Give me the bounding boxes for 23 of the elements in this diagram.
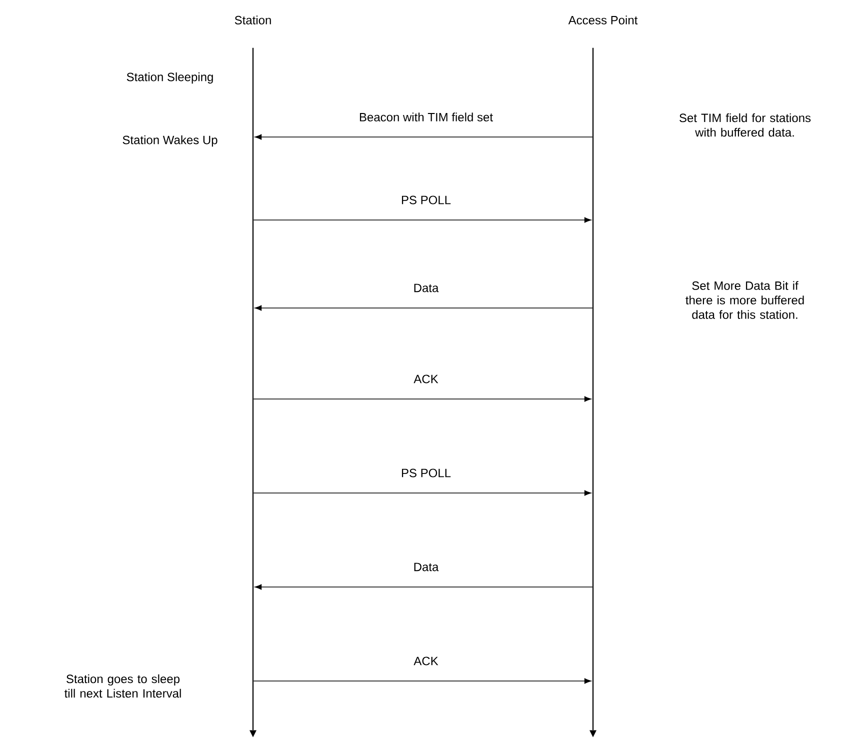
edge-label: ACK xyxy=(414,374,438,384)
note: Set TIM field for stations with buffered data. xyxy=(680,113,811,137)
edge-label: Data xyxy=(414,562,439,572)
note: Set More Data Bit if there is more buffered data for this station. xyxy=(686,281,804,319)
message-arrow xyxy=(254,305,593,311)
edge-label: PS POLL xyxy=(402,196,451,204)
note: Station Wakes Up xyxy=(122,135,218,147)
lifeline-heading: Station xyxy=(234,16,271,24)
edge-label: ACK xyxy=(414,656,438,666)
edge-label: Beacon with TIM field set xyxy=(360,112,493,122)
lifeline-heading: Access Point xyxy=(568,16,638,24)
note: Station Sleeping xyxy=(126,72,213,84)
message-arrow xyxy=(253,678,592,684)
message-arrow xyxy=(254,134,593,140)
message-arrow xyxy=(253,217,592,223)
note: Station goes to sleep till next Listen Interval xyxy=(64,674,181,698)
edge-label: PS POLL xyxy=(402,468,451,478)
message-arrow xyxy=(253,396,592,402)
message-arrow xyxy=(254,584,593,590)
lifeline xyxy=(590,48,596,738)
edge-label: Data xyxy=(414,284,439,292)
message-arrow xyxy=(253,490,592,496)
lifeline xyxy=(250,48,256,738)
